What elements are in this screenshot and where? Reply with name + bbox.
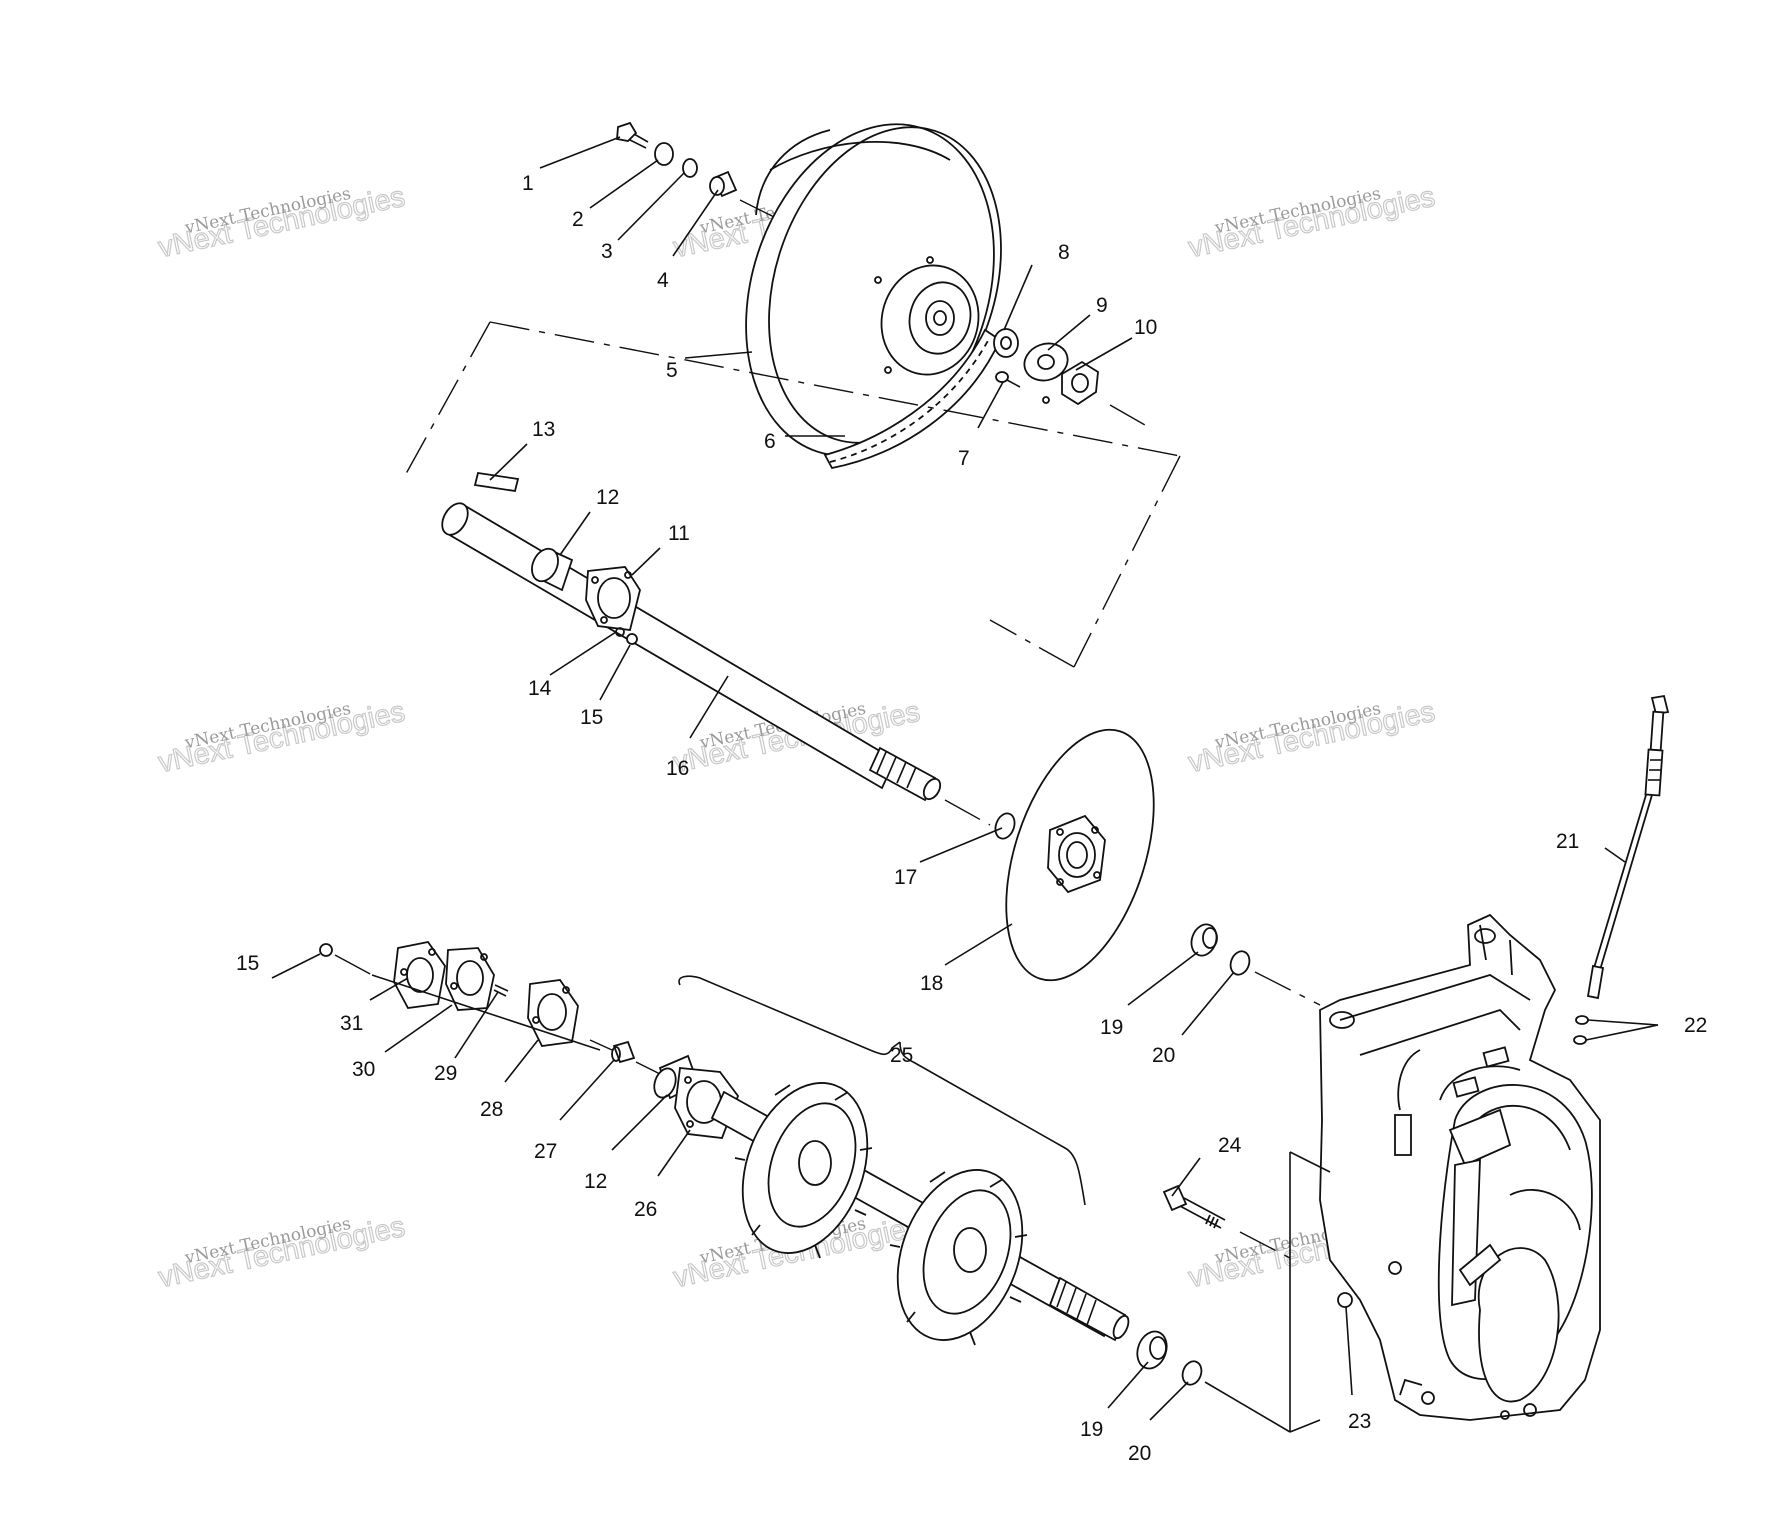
callout-10: 10: [1134, 316, 1157, 339]
callout-15-lower: 15: [236, 952, 259, 975]
part-o-ring-22a: [1575, 1015, 1589, 1025]
part-housing-31: [393, 941, 446, 1009]
callout-7: 7: [958, 447, 970, 470]
part-decal-13: [473, 471, 520, 493]
part-sprocket-right: [889, 1169, 1028, 1346]
part-chaincase-housing: [1319, 913, 1601, 1421]
part-nut-15-lower: [319, 943, 333, 957]
callout-9: 9: [1096, 294, 1108, 317]
watermark: vNext Technologies vNext Technologies: [155, 1210, 408, 1295]
watermark: vNext Technologies vNext Technologies: [155, 695, 408, 780]
part-driven-clutch-5: [745, 123, 1002, 457]
callout-26: 26: [634, 1198, 657, 1221]
assembly-outline: [401, 321, 1181, 668]
callout-29: 29: [434, 1062, 457, 1085]
callout-18: 18: [920, 972, 943, 995]
part-bracket-10: [1061, 360, 1099, 406]
callout-20-upper: 20: [1152, 1044, 1175, 1067]
callout-13: 13: [532, 418, 555, 441]
part-bolt-1: [616, 121, 649, 149]
callout-5: 5: [666, 359, 678, 382]
callout-30: 30: [352, 1058, 375, 1081]
part-o-ring-20-upper: [1229, 950, 1251, 976]
callout-27: 27: [534, 1140, 557, 1163]
part-screw-7: [995, 371, 1021, 388]
part-screw-27: [611, 1040, 636, 1064]
watermark: vNext Technologies vNext Technologies: [155, 180, 408, 265]
part-o-ring-22b: [1573, 1035, 1587, 1045]
callout-4: 4: [657, 269, 669, 292]
callout-31: 31: [340, 1012, 363, 1035]
callout-19-upper: 19: [1100, 1016, 1123, 1039]
part-washer-8: [993, 328, 1019, 358]
part-bearing-12-upper: [531, 547, 574, 592]
part-gasket-30: [445, 947, 495, 1011]
callout-24: 24: [1218, 1134, 1242, 1157]
callout-19-lower: 19: [1080, 1418, 1103, 1441]
part-dipstick-21: [1586, 694, 1670, 1000]
part-snap-ring-17: [994, 812, 1016, 840]
brace-25: [678, 975, 1086, 1206]
assembly-bracket-line: [1289, 1151, 1331, 1433]
part-brake-disc-18: [1005, 728, 1155, 982]
part-seal-19-upper: [1190, 923, 1218, 957]
part-pin-29: [493, 984, 509, 997]
callout-17: 17: [894, 866, 917, 889]
part-plate-9: [1023, 342, 1069, 382]
callout-8: 8: [1058, 241, 1070, 264]
part-washer-2: [654, 142, 674, 166]
callout-1: 1: [522, 172, 534, 195]
part-seal-19-lower: [1136, 1330, 1168, 1370]
assembly-axis-line-lower: [1204, 1381, 1291, 1433]
callout-25: 25: [890, 1044, 913, 1067]
callout-20-lower: 20: [1128, 1442, 1151, 1465]
part-o-ring-20-lower: [1181, 1360, 1203, 1386]
callout-28: 28: [480, 1098, 503, 1121]
part-plate-28: [527, 979, 579, 1047]
callout-3: 3: [601, 240, 613, 263]
part-bushing-4: [709, 170, 738, 198]
part-pin-small: [1042, 396, 1050, 404]
callout-12-lower: 12: [584, 1170, 607, 1193]
part-sprocket-left: [734, 1082, 873, 1259]
leader-lines: [271, 136, 1659, 1421]
callout-11: 11: [668, 522, 690, 545]
callout-21: 21: [1556, 830, 1579, 853]
part-flange-11: [585, 566, 641, 631]
part-bolt-24: [1162, 1184, 1226, 1229]
callout-15-upper: 15: [580, 706, 603, 729]
callout-16: 16: [666, 757, 689, 780]
callout-14: 14: [528, 677, 552, 700]
part-nut-23: [1337, 1292, 1353, 1308]
callout-12-upper: 12: [596, 486, 619, 509]
part-nut-15-upper: [626, 633, 638, 645]
watermark: vNext Technologies vNext Technologies: [1185, 180, 1438, 265]
assembly-axis-line: [371, 974, 601, 1051]
callout-labels: 1 2 3 4 5 6 7 8 9 10 11 12 13 14 15 16 1…: [236, 172, 1707, 1465]
callout-22: 22: [1684, 1014, 1707, 1037]
callout-2: 2: [572, 208, 584, 231]
part-ring-3: [682, 158, 698, 178]
watermark: vNext Technologies vNext Technologies: [1185, 695, 1438, 780]
callout-6: 6: [764, 430, 776, 453]
callout-23: 23: [1348, 1410, 1371, 1433]
